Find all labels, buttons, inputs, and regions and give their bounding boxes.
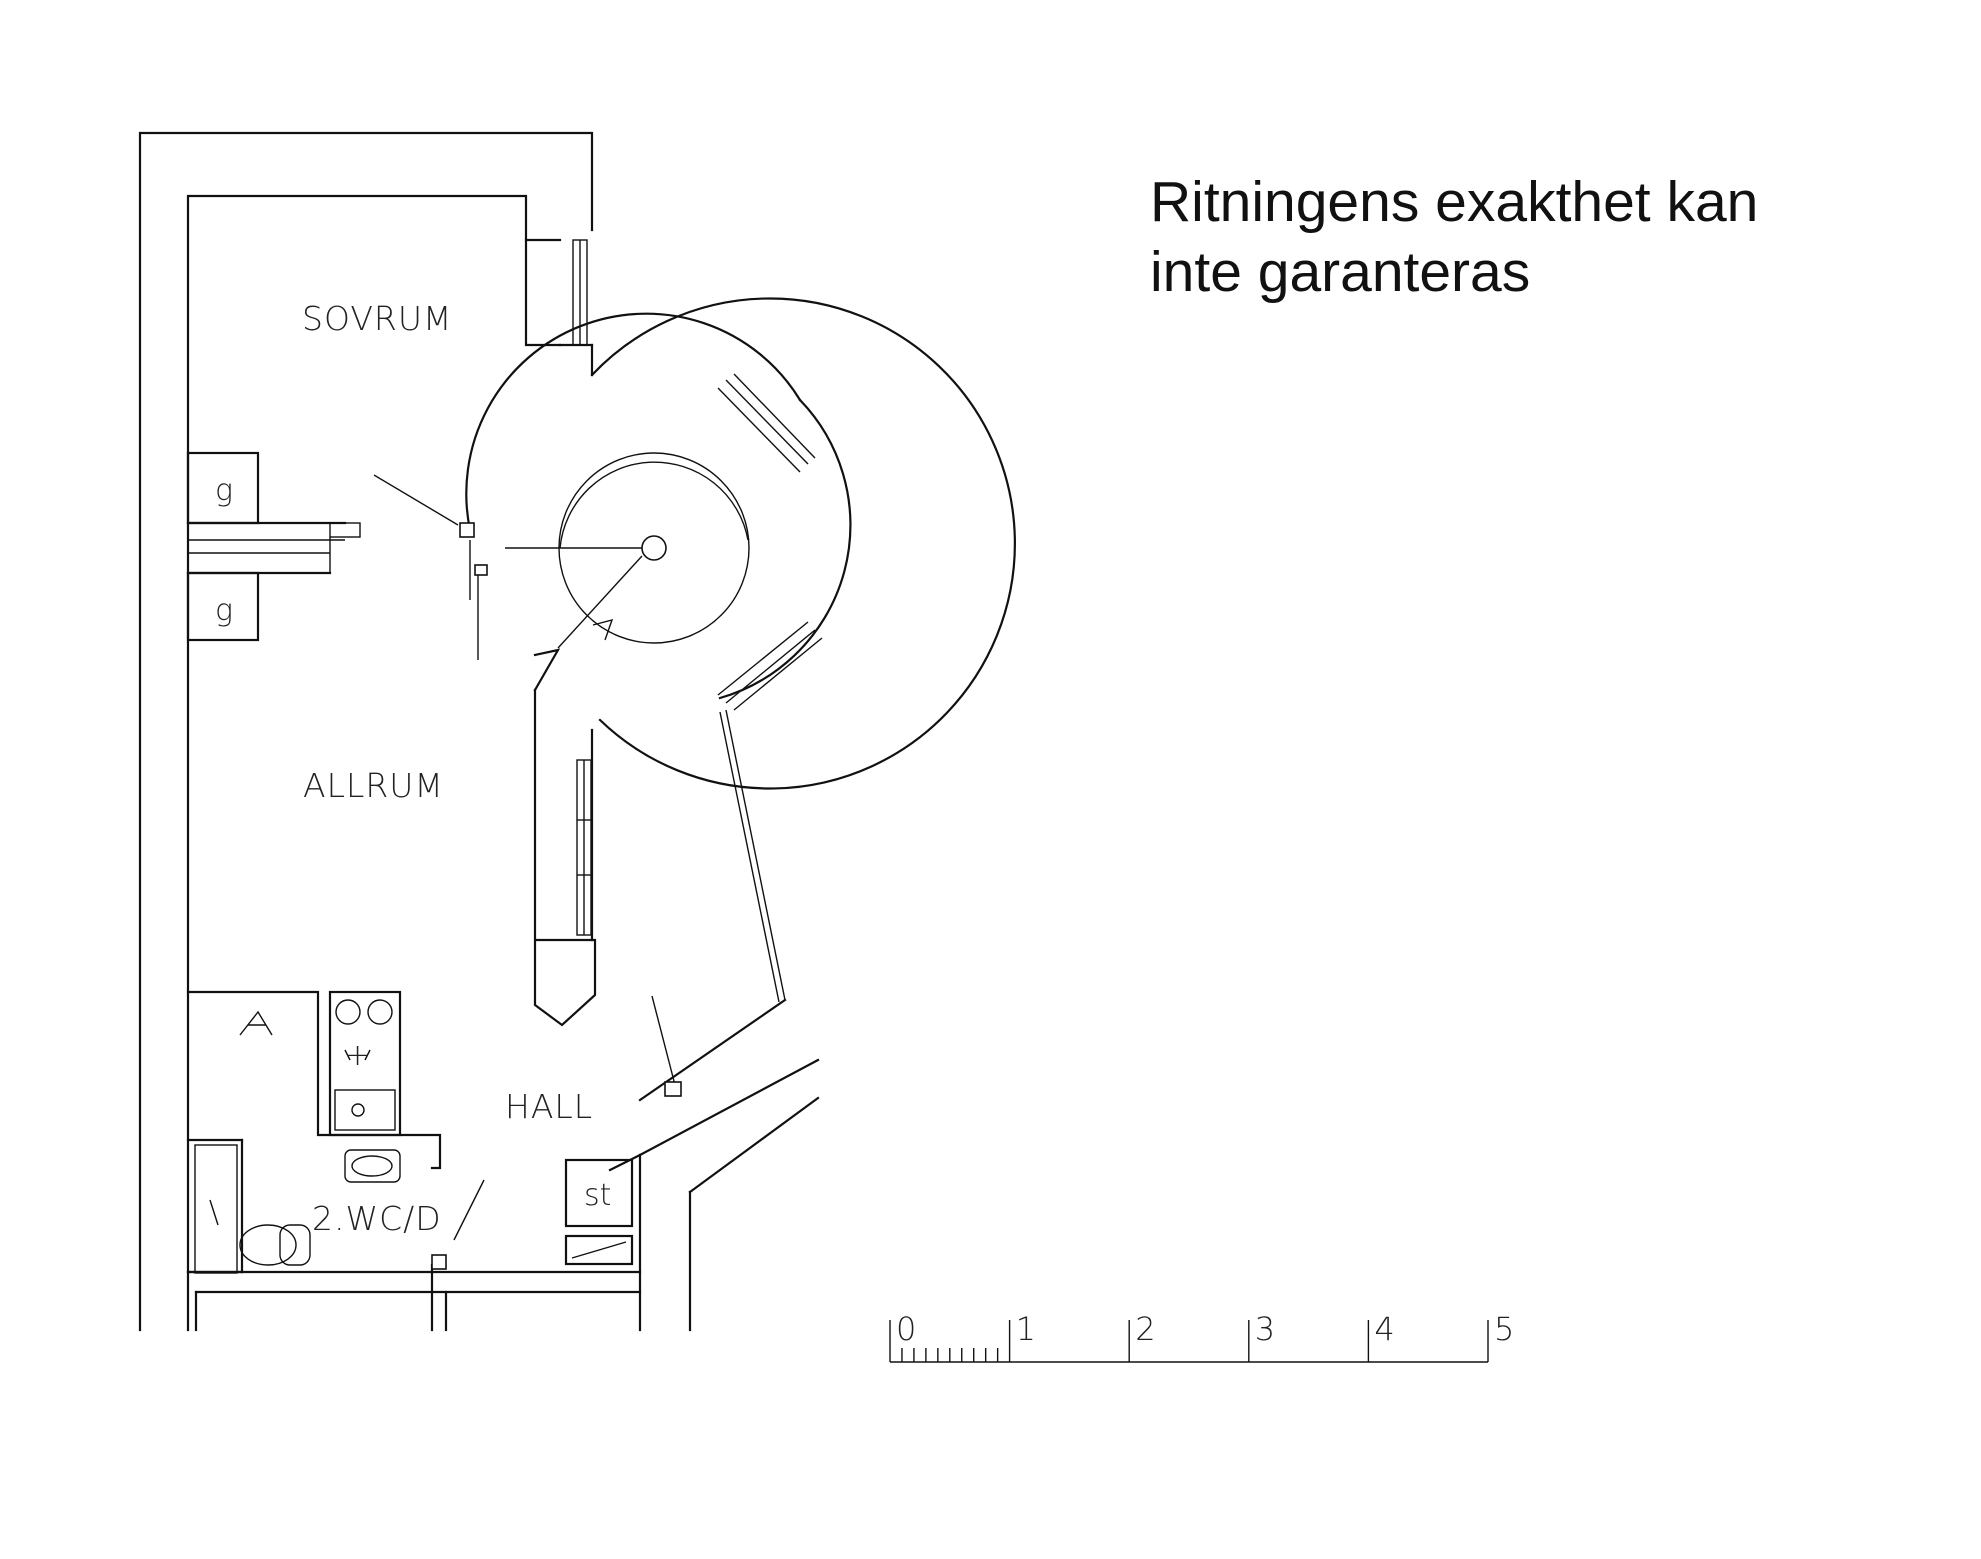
scale-label: 4: [1374, 1310, 1394, 1348]
disclaimer-note: Ritningens exakthet kan inte garanteras: [1150, 168, 1910, 307]
storage-label: st: [584, 1178, 611, 1213]
svg-text:+: +: [345, 1038, 370, 1073]
closet-label-1: g: [215, 473, 233, 508]
scale-bar: 0 1 2 3 4 5: [889, 1310, 1514, 1363]
disclaimer-line-2: inte garanteras: [1150, 239, 1531, 304]
scale-label: 1: [1016, 1310, 1036, 1348]
room-label-sovrum: SOVRUM: [302, 299, 452, 338]
bottom-walls: [186, 1254, 642, 1332]
scale-label: 0: [896, 1310, 916, 1348]
room-label-hall: HALL: [505, 1087, 593, 1126]
scale-label: 3: [1255, 1310, 1275, 1348]
storage: st: [564, 1158, 634, 1266]
closet-label-2: g: [215, 593, 233, 628]
doors: [373, 474, 682, 1241]
spiral-staircase: [459, 297, 1016, 1102]
disclaimer-line-1: Ritningens exakthet kan: [1150, 170, 1759, 234]
scale-label: 2: [1135, 1310, 1155, 1348]
room-label-allrum: ALLRUM: [303, 766, 444, 805]
closets: g g: [186, 451, 361, 642]
room-label-wc: 2.WC/D: [312, 1199, 442, 1238]
windows: [572, 239, 592, 936]
scale-label: 5: [1494, 1310, 1514, 1348]
